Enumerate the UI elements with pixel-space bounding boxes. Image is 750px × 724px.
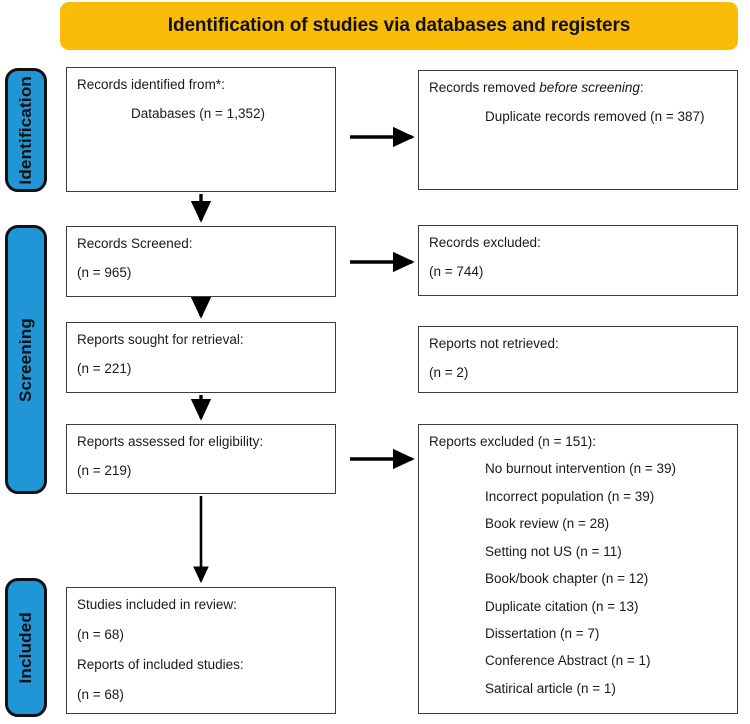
stage-tab-screening-label: Screening	[16, 317, 35, 402]
box-records-identified: Records identified from*: Databases (n =…	[66, 67, 336, 192]
records-screened-heading: Records Screened:	[77, 236, 193, 251]
reports-included-count: (n = 68)	[77, 686, 124, 702]
reports-excluded-reason: Duplicate citation (n = 13)	[485, 598, 639, 614]
records-removed-detail: Duplicate records removed (n = 387)	[485, 108, 705, 124]
reports-sought-count: (n = 221)	[77, 360, 132, 376]
records-removed-heading-emphasis: before screening	[539, 80, 640, 95]
reports-excluded-heading: Reports excluded (n = 151):	[429, 434, 596, 449]
reports-not-retrieved-count: (n = 2)	[429, 364, 469, 380]
studies-included-heading: Studies included in review:	[77, 597, 237, 612]
box-studies-included: Studies included in review: (n = 68) Rep…	[66, 587, 336, 714]
box-records-excluded: Records excluded: (n = 744)	[418, 225, 738, 296]
reports-excluded-reason: Book review (n = 28)	[485, 516, 610, 532]
reports-assessed-heading: Reports assessed for eligibility:	[77, 434, 264, 449]
stage-tab-identification: Identification	[5, 68, 47, 192]
records-identified-detail: Databases (n = 1,352)	[131, 105, 265, 121]
reports-excluded-reason: Book/book chapter (n = 12)	[485, 571, 649, 587]
records-removed-heading-suffix: :	[639, 80, 644, 95]
box-reports-excluded: Reports excluded (n = 151): No burnout i…	[418, 424, 738, 714]
reports-excluded-reason: Dissertation (n = 7)	[485, 625, 600, 641]
reports-not-retrieved-heading: Reports not retrieved:	[429, 336, 559, 351]
box-reports-not-retrieved: Reports not retrieved: (n = 2)	[418, 326, 738, 393]
records-identified-heading: Records identified from*:	[77, 77, 225, 92]
box-reports-assessed-for-eligibility: Reports assessed for eligibility: (n = 2…	[66, 424, 336, 494]
records-screened-count: (n = 965)	[77, 264, 132, 280]
stage-tab-included-label: Included	[16, 611, 35, 684]
reports-included-heading: Reports of included studies:	[77, 656, 244, 672]
stage-tab-identification-label: Identification	[16, 75, 35, 185]
box-records-removed-before-screening: Records removed before screening: Duplic…	[418, 70, 738, 190]
reports-excluded-reason: No burnout intervention (n = 39)	[485, 461, 676, 477]
stage-tab-screening: Screening	[5, 225, 47, 494]
studies-included-count: (n = 68)	[77, 626, 124, 642]
records-removed-heading-prefix: Records removed	[429, 80, 540, 95]
reports-excluded-reason: Incorrect population (n = 39)	[485, 488, 655, 504]
reports-excluded-reason: Conference Abstract (n = 1)	[485, 653, 651, 669]
page-title: Identification of studies via databases …	[167, 15, 631, 36]
records-excluded-heading: Records excluded:	[429, 235, 541, 250]
stage-tab-included: Included	[5, 578, 47, 717]
reports-excluded-reason-list: No burnout intervention (n = 39) Incorrec…	[429, 461, 727, 696]
box-reports-sought-for-retrieval: Reports sought for retrieval: (n = 221)	[66, 322, 336, 393]
reports-excluded-reason: Setting not US (n = 11)	[485, 543, 622, 559]
records-removed-heading: Records removed before screening:	[429, 80, 727, 96]
reports-excluded-reason: Satirical article (n = 1)	[485, 680, 616, 696]
reports-assessed-count: (n = 219)	[77, 462, 132, 478]
reports-sought-heading: Reports sought for retrieval:	[77, 332, 244, 347]
records-excluded-count: (n = 744)	[429, 263, 484, 279]
box-records-screened: Records Screened: (n = 965)	[66, 226, 336, 297]
diagram-header-banner: Identification of studies via databases …	[60, 2, 738, 50]
